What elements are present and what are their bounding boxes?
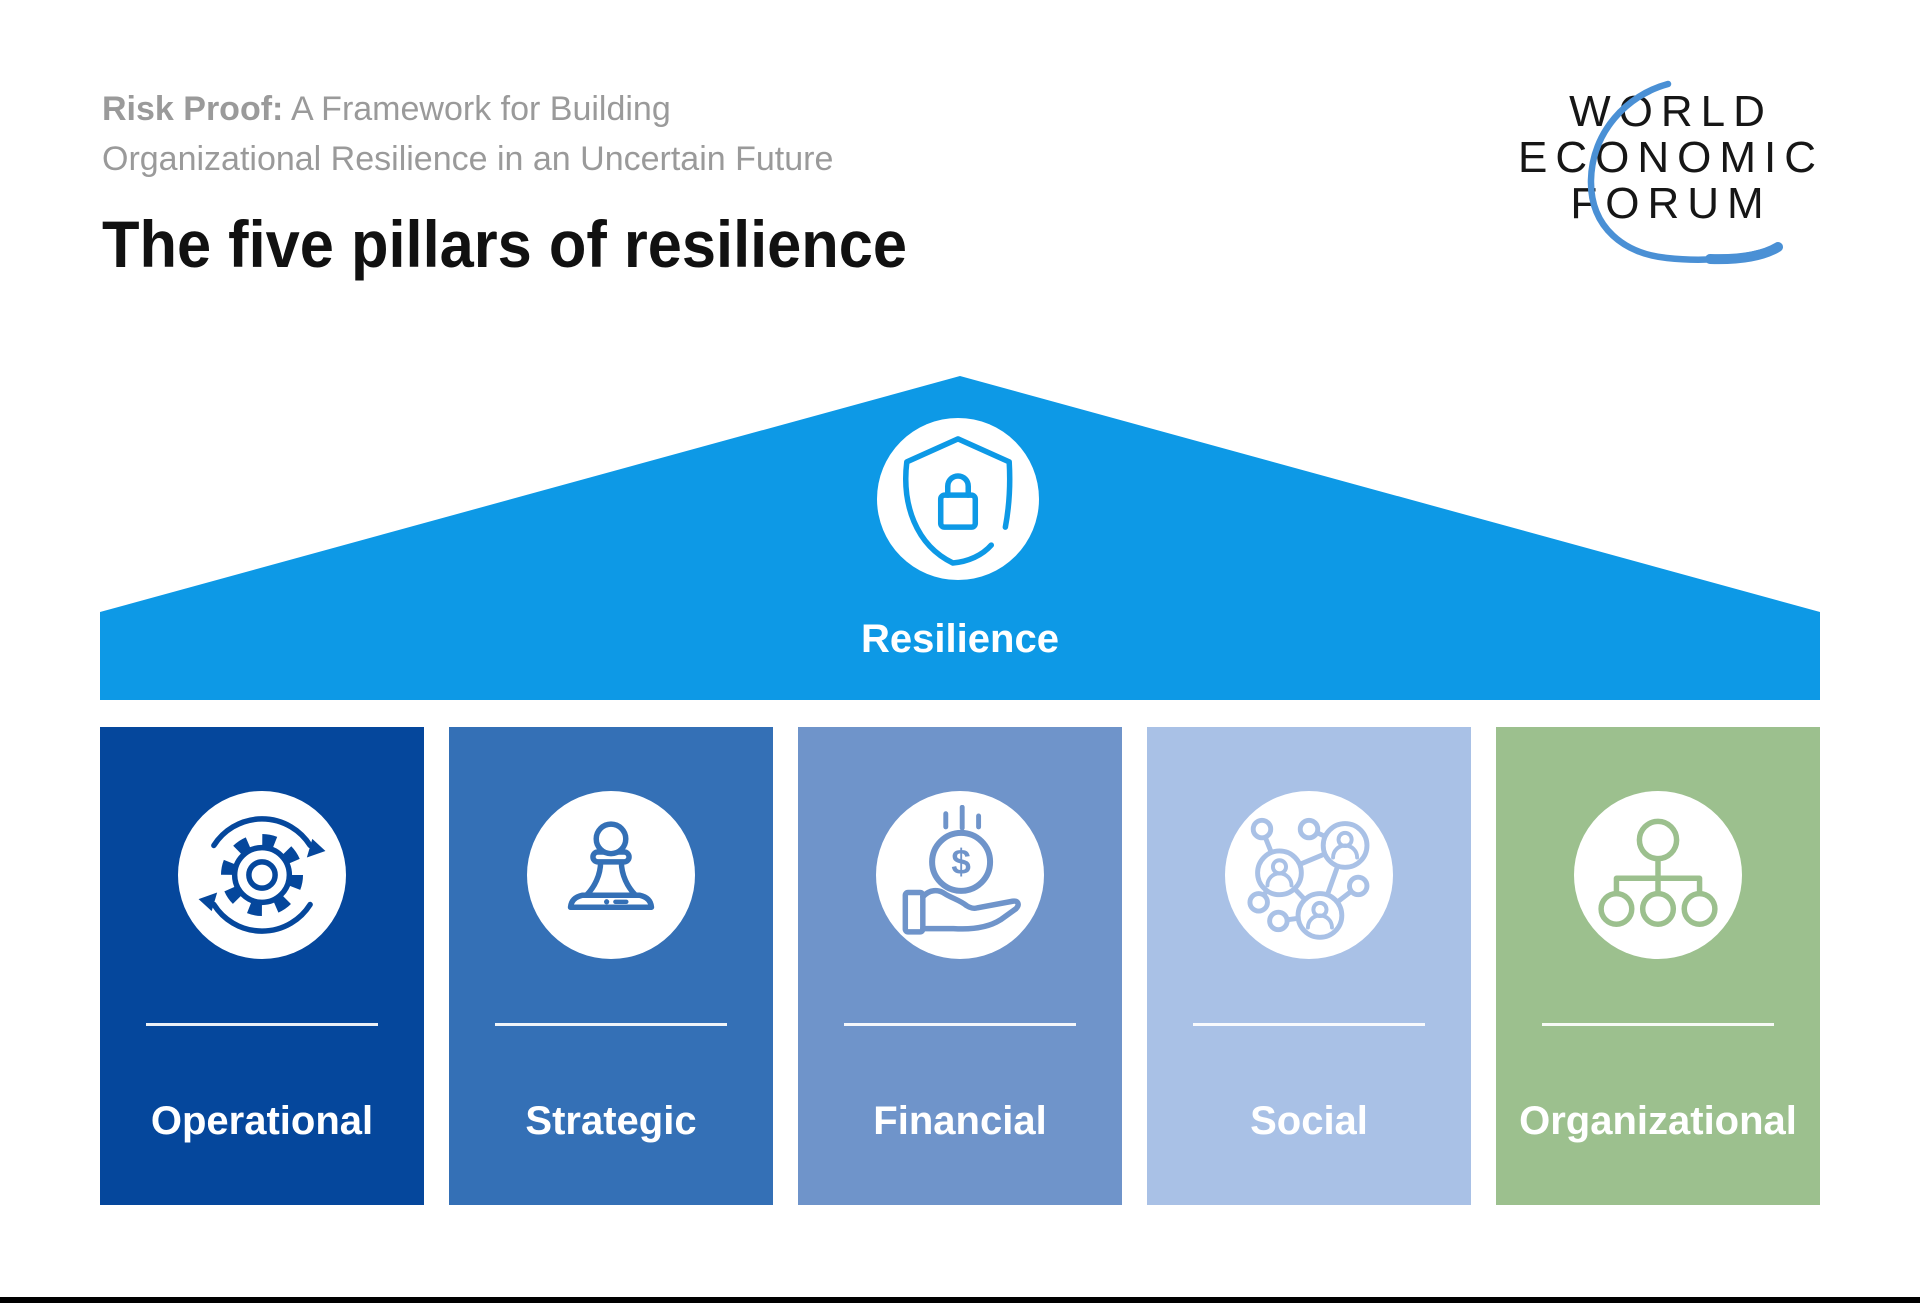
pillar-financial: $ Financial [798,727,1122,1205]
org-chart-icon [1598,818,1718,927]
pillar-label: Organizational [1519,1099,1797,1143]
pillar-icon-circle [527,791,695,959]
pillar-divider [1193,1023,1425,1026]
bottom-border-bar [0,1297,1920,1303]
process-gear-icon [198,816,326,934]
pillar-icon-circle [1574,791,1742,959]
pillar-label: Financial [873,1099,1047,1143]
pillar-social: Social [1147,727,1471,1205]
roof-label: Resilience [861,617,1059,661]
pillar-icon-circle [1225,791,1393,959]
page-title: The five pillars of resilience [102,207,908,281]
resilience-roof [100,376,1820,700]
people-network-icon [1247,817,1370,940]
pillar-icon-circle: $ [876,791,1044,959]
pillar-divider [495,1023,727,1026]
report-subtitle: Risk Proof: A Framework for Building Org… [102,84,833,184]
pillar-organizational: Organizational [1496,727,1820,1205]
pillar-label: Social [1250,1099,1368,1143]
dollar-symbol: $ [951,843,970,882]
pillar-label: Operational [150,1099,374,1143]
pillar-icon-circle [178,791,346,959]
pillar-strategic: Strategic [449,727,773,1205]
pillar-divider [1542,1023,1774,1026]
pillar-divider [844,1023,1076,1026]
coin-in-hand-icon: $ [902,805,1021,935]
chess-pawn-icon [567,821,655,910]
pillar-operational: Operational [100,727,424,1205]
report-subtitle-rest: A Framework for Building [290,90,671,128]
report-subtitle-line2: Organizational Resilience in an Uncertai… [102,140,834,178]
report-subtitle-bold: Risk Proof: [102,90,284,128]
pillar-label: Strategic [525,1099,697,1143]
pillar-divider [146,1023,378,1026]
shield-lock-icon [903,436,1013,566]
roof-icon-circle [877,418,1039,580]
